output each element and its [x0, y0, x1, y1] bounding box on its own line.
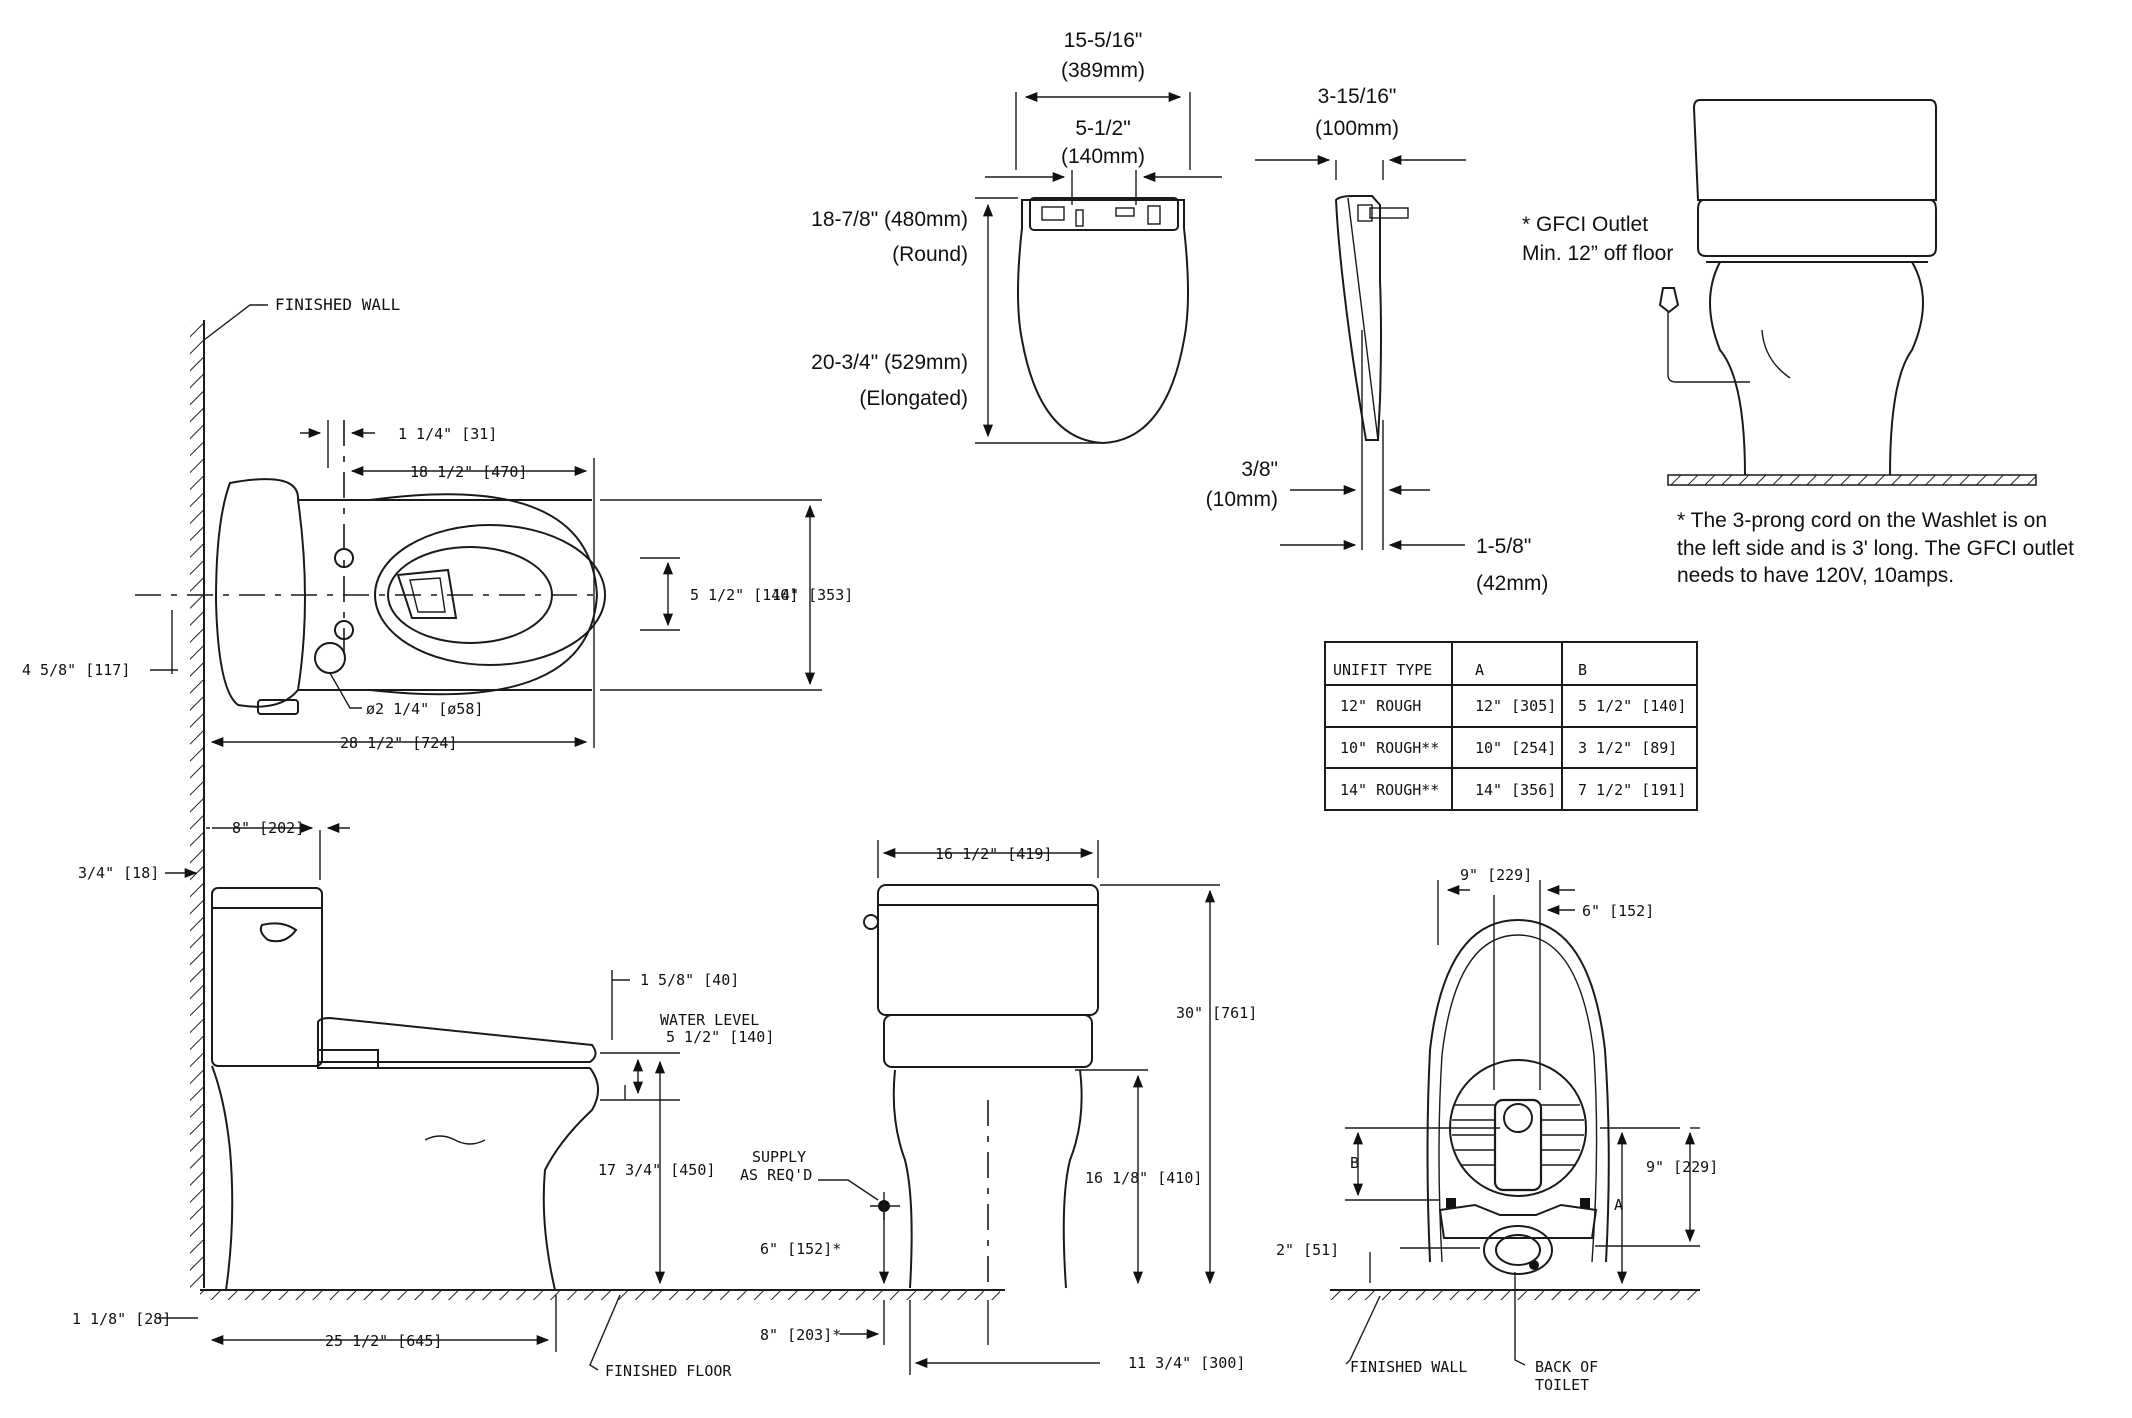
finished-floor-label: FINISHED FLOOR	[605, 1362, 732, 1380]
plan-dim-4: 14" [353]	[772, 586, 853, 604]
finished-wall-label: FINISHED WALL	[275, 295, 400, 314]
seat-depth-mm-label: (100mm)	[1315, 117, 1399, 140]
table-row-2-a: 10" [254]	[1475, 739, 1556, 757]
table-row-3-a: 14" [356]	[1475, 781, 1556, 799]
seat-width-mm-label: (389mm)	[1061, 59, 1145, 82]
unifit-dim-4: 2" [51]	[1276, 1241, 1339, 1259]
seat-top-view: 15-5/16" (389mm) 5-1/2" (140mm) 18-7/8" …	[811, 29, 1222, 445]
gfci-height-label: Min. 12” off floor	[1522, 242, 1673, 265]
unifit-dim-2: 6" [152]	[1582, 902, 1654, 920]
side-dim-4: 17 3/4" [450]	[598, 1161, 715, 1179]
side-dim-1: 8" [202]	[232, 819, 304, 837]
table-header-type: UNIFIT TYPE	[1333, 661, 1432, 679]
unifit-wall-label: FINISHED WALL	[1350, 1358, 1467, 1376]
round-length-label: 18-7/8" (480mm)	[811, 208, 968, 231]
front-dim-3: 16 1/8" [410]	[1085, 1169, 1202, 1187]
seat-side-view: 3-15/16" (100mm) 3/8" (10mm) 1-5/8" (42m…	[1206, 85, 1549, 595]
hinge-width-label: 5-1/2"	[1075, 117, 1130, 140]
elongated-length-label: 20-3/4" (529mm)	[811, 351, 968, 374]
plan-dim-1: 1 1/4" [31]	[398, 425, 497, 443]
table-row-1-b: 5 1/2" [140]	[1578, 697, 1686, 715]
seat-offset-mm-label: (42mm)	[1476, 572, 1548, 595]
table-row-2-type: 10" ROUGH**	[1340, 739, 1439, 757]
seat-width-label: 15-5/16"	[1064, 29, 1143, 52]
back-of-label: BACK OF	[1535, 1358, 1598, 1376]
finished-wall-left: FINISHED WALL	[190, 295, 400, 1288]
side-elevation-view: 8" [202] 3/4" [18] 1 5/8" [40] WATER LEV…	[72, 819, 1005, 1380]
seat-depth-label: 3-15/16"	[1318, 85, 1397, 108]
plan-dim-7: 28 1/2" [724]	[340, 734, 457, 752]
unifit-dim-3: 9" [229]	[1646, 1158, 1718, 1176]
toilet-label: TOILET	[1535, 1376, 1589, 1394]
unifit-a-label: A	[1614, 1196, 1623, 1214]
gfci-note-line-2: the left side and is 3' long. The GFCI o…	[1677, 537, 2074, 560]
seat-offset-label: 1-5/8"	[1476, 535, 1531, 558]
supply-req-label: AS REQ'D	[740, 1166, 812, 1184]
round-label: (Round)	[892, 243, 968, 266]
plan-dim-5: 4 5/8" [117]	[22, 661, 130, 679]
unifit-dim-1: 9" [229]	[1460, 866, 1532, 884]
seat-thickness-mm-label: (10mm)	[1206, 488, 1278, 511]
plan-dim-6: ø2 1/4" [ø58]	[366, 700, 483, 718]
hinge-width-mm-label: (140mm)	[1061, 145, 1145, 168]
front-elevation-view: 16 1/2" [419] 30" [761] 16 1/8" [410] SU…	[740, 840, 1257, 1375]
gfci-illustration: * GFCI Outlet Min. 12” off floor * The 3…	[1522, 99, 2074, 587]
table-row-3-b: 7 1/2" [191]	[1578, 781, 1686, 799]
plan-dim-2: 18 1/2" [470]	[410, 463, 527, 481]
gfci-note-line-3: needs to have 120V, 10amps.	[1677, 564, 1954, 587]
side-dim-3: 1 5/8" [40]	[640, 971, 739, 989]
unifit-table: UNIFIT TYPE A B 12" ROUGH 12" [305] 5 1/…	[1324, 641, 1698, 811]
front-dim-2: 30" [761]	[1176, 1004, 1257, 1022]
side-dim-6: 25 1/2" [645]	[325, 1332, 442, 1350]
table-row-3-type: 14" ROUGH**	[1340, 781, 1439, 799]
unifit-b-label: B	[1350, 1154, 1359, 1172]
water-level-label: WATER LEVEL	[660, 1011, 759, 1029]
gfci-outlet-label: * GFCI Outlet	[1522, 213, 1648, 236]
side-dim-5: 1 1/8" [28]	[72, 1310, 171, 1328]
plan-dim-3: 5 1/2" [140]	[690, 586, 798, 604]
table-row-1-a: 12" [305]	[1475, 697, 1556, 715]
front-dim-1: 16 1/2" [419]	[935, 845, 1052, 863]
water-level-dim: 5 1/2" [140]	[666, 1028, 774, 1046]
elongated-label: (Elongated)	[859, 387, 968, 410]
table-row-1-type: 12" ROUGH	[1340, 697, 1421, 715]
plan-view: 1 1/4" [31] 18 1/2" [470] 5 1/2" [140] 1…	[22, 420, 853, 752]
table-header-a: A	[1475, 661, 1484, 679]
unifit-back-view: 9" [229] 6" [152] B 2" [51] A 9" [229] F…	[1276, 866, 1718, 1394]
table-header-b: B	[1578, 661, 1587, 679]
front-dim-5: 8" [203]*	[760, 1326, 841, 1344]
front-dim-4: 6" [152]*	[760, 1240, 841, 1258]
seat-thickness-label: 3/8"	[1241, 458, 1278, 481]
table-row-2-b: 3 1/2" [89]	[1578, 739, 1677, 757]
front-dim-6: 11 3/4" [300]	[1128, 1354, 1245, 1372]
gfci-note-line-1: * The 3-prong cord on the Washlet is on	[1677, 509, 2047, 532]
side-dim-2: 3/4" [18]	[78, 864, 159, 882]
supply-label: SUPPLY	[752, 1148, 806, 1166]
